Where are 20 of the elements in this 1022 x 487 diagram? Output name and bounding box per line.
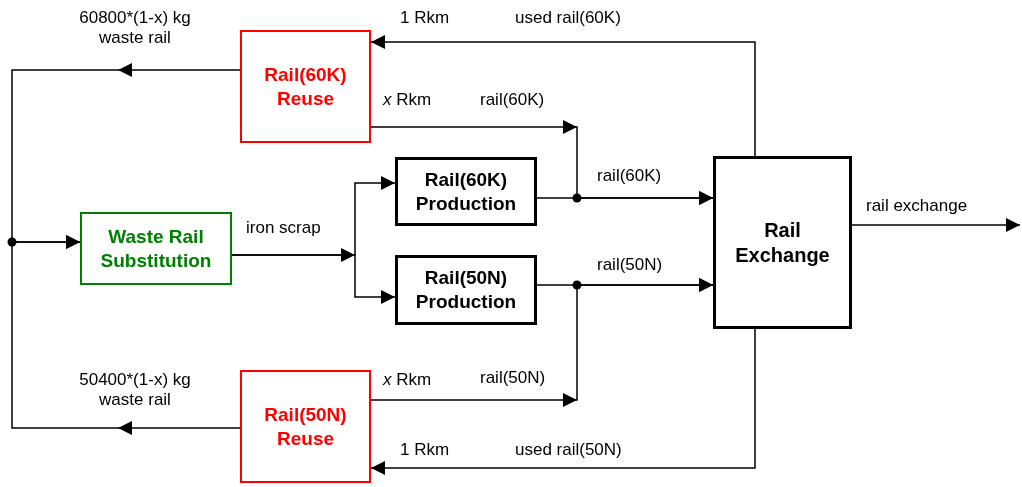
quantity-label: 1 Rkm bbox=[400, 440, 450, 461]
edge-label: rail exchange bbox=[866, 196, 968, 217]
process-box: Rail(60K) Reuse bbox=[240, 30, 371, 143]
edge-label: rail(50N) bbox=[480, 368, 546, 389]
edge-label: iron scrap bbox=[246, 218, 321, 239]
process-box: Rail(50N) Production bbox=[395, 255, 537, 325]
edge-label: used rail(60K) bbox=[515, 8, 621, 29]
edge-label: rail(60K) bbox=[597, 166, 662, 187]
process-box: Rail(60K) Production bbox=[395, 157, 537, 226]
edge-label: used rail(50N) bbox=[515, 440, 622, 461]
quantity-label: 50400*(1-x) kg waste rail bbox=[78, 370, 192, 411]
quantity-label: x Rkm bbox=[383, 370, 432, 391]
quantity-label: 60800*(1-x) kg waste rail bbox=[78, 8, 192, 49]
quantity-label: x Rkm bbox=[383, 90, 432, 111]
edge-label: rail(60K) bbox=[480, 90, 545, 111]
quantity-label: 1 Rkm bbox=[400, 8, 450, 29]
edge-label: rail(50N) bbox=[597, 255, 663, 276]
process-box: Waste Rail Substitution bbox=[80, 212, 232, 285]
process-box: Rail(50N) Reuse bbox=[240, 370, 371, 483]
process-box: Rail Exchange bbox=[713, 156, 852, 329]
